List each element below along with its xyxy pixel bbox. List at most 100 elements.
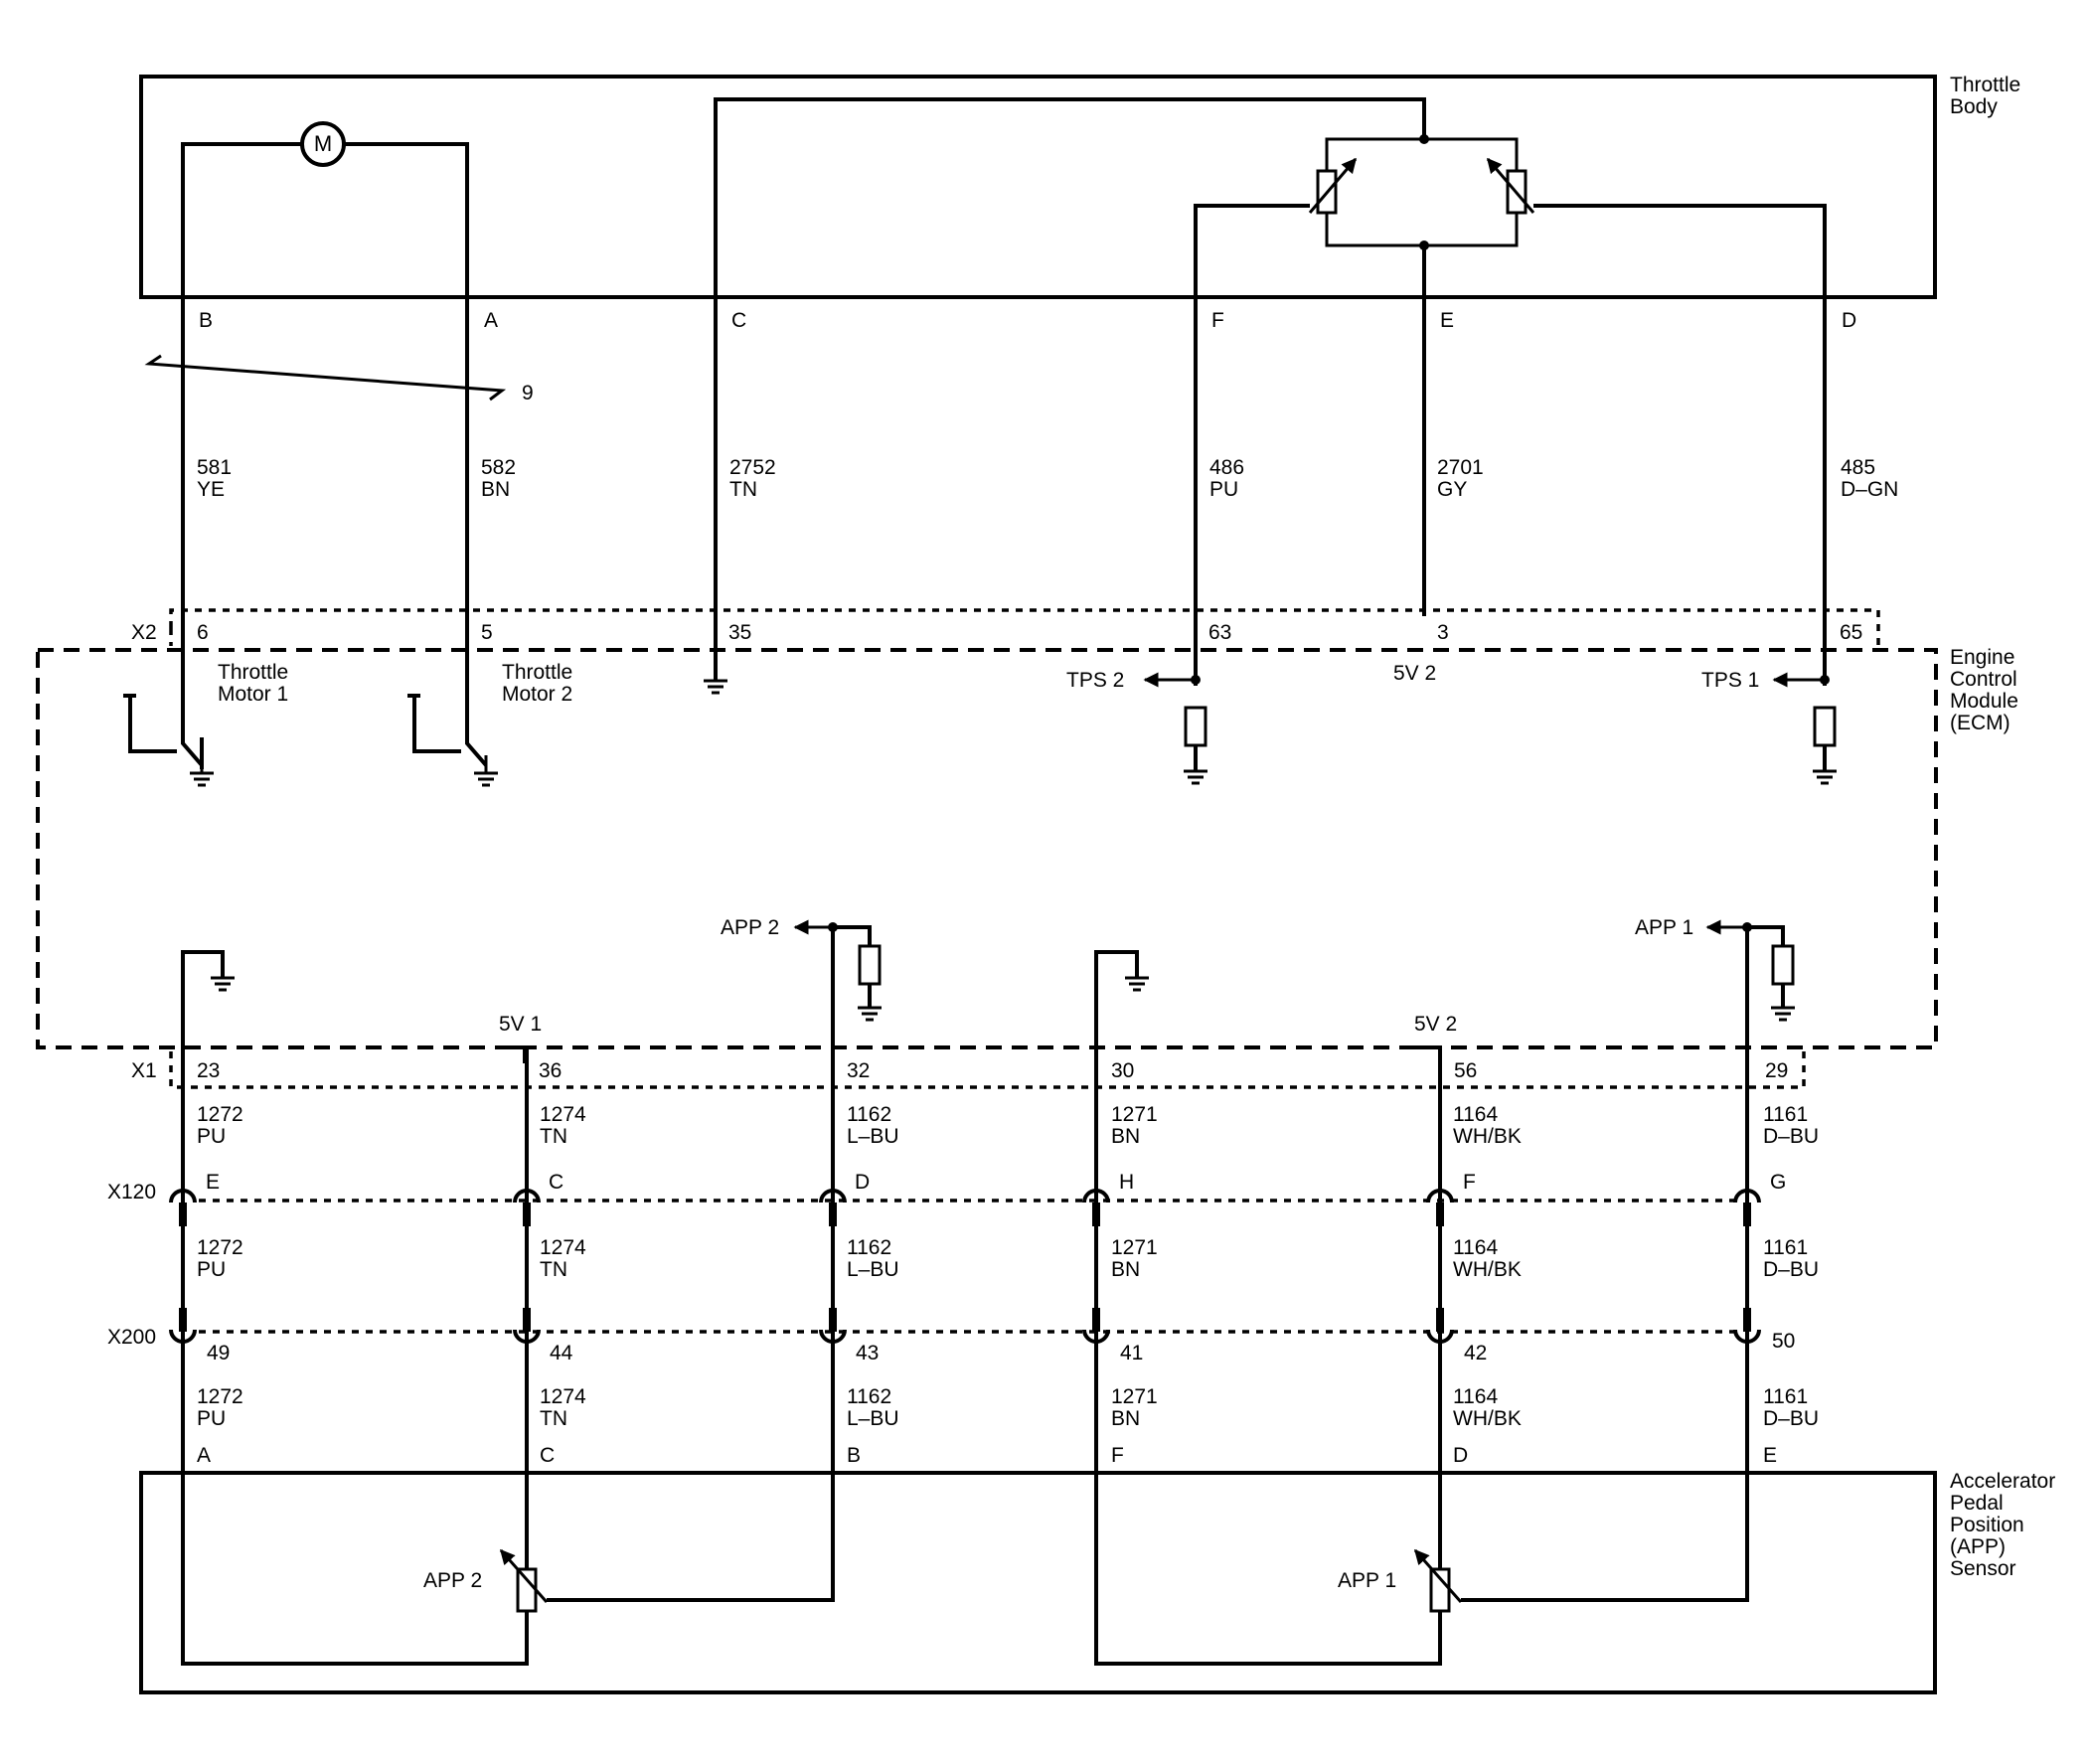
app-pin-e: E <box>1763 1444 1777 1467</box>
ground-icon <box>1184 769 1207 785</box>
terminal-female <box>513 1329 541 1344</box>
x200-terminals <box>169 1308 1761 1344</box>
app2-potentiometer <box>516 1567 538 1613</box>
motor2-driver-wire <box>465 596 488 767</box>
app2-sensor-label: APP 2 <box>423 1569 482 1592</box>
app1-signal-wire <box>1745 925 1785 1063</box>
app1-ecm-label: APP 1 <box>1635 916 1693 939</box>
x2-pin-3: 3 <box>1437 621 1449 644</box>
x120-pin-c: C <box>549 1171 563 1194</box>
ground-icon <box>1771 1006 1795 1022</box>
wire-485 <box>1533 204 1827 686</box>
ground-icon <box>1813 769 1837 785</box>
x120-terminals <box>169 1189 1761 1226</box>
wire-486 <box>1194 204 1310 686</box>
tps1-pulldown-resistor <box>1813 706 1837 747</box>
twisted-pair-ref: 9 <box>522 382 534 404</box>
throttle-body-label: Throttle Body <box>1950 74 2026 118</box>
x200-pin-41: 41 <box>1120 1342 1143 1364</box>
app-pin-c: C <box>540 1444 555 1467</box>
5v2-top-label: 5V 2 <box>1393 662 1436 685</box>
x2-label: X2 <box>131 621 157 644</box>
ground-icon <box>1125 976 1149 992</box>
pin-c: C <box>731 309 746 332</box>
terminal-female <box>1082 1329 1110 1344</box>
app1-sensor-label: APP 1 <box>1338 1569 1396 1592</box>
5v2-bottom-label: 5V 2 <box>1414 1013 1457 1036</box>
x2-pin-65: 65 <box>1840 621 1862 644</box>
app-pin-b: B <box>847 1444 861 1467</box>
x1-pin-36: 36 <box>539 1059 562 1082</box>
x2-pin-35: 35 <box>728 621 751 644</box>
terminal-female <box>169 1329 197 1344</box>
app-sensor-box <box>139 1471 1937 1694</box>
pin-e: E <box>1440 309 1454 332</box>
terminal-female <box>513 1189 541 1203</box>
app-sensor-label: Accelerator Pedal Position (APP) Sensor <box>1950 1470 2061 1580</box>
x1-label: X1 <box>131 1059 157 1082</box>
5v1-label: 5V 1 <box>499 1013 542 1036</box>
ground-icon <box>211 976 235 992</box>
x2-connector <box>169 608 1880 646</box>
wire-1271 <box>1094 1063 1442 1666</box>
pin-b: B <box>199 309 213 332</box>
terminal-female <box>1733 1189 1761 1203</box>
terminal-male <box>1436 1308 1444 1332</box>
terminal-female <box>1426 1329 1454 1344</box>
pin-d: D <box>1842 309 1856 332</box>
x120-pin-e: E <box>206 1171 220 1194</box>
tps-bridge <box>1325 137 1519 247</box>
terminal-male <box>523 1203 531 1226</box>
app2-pulldown-resistor <box>858 944 882 986</box>
wiper-arrow <box>499 1548 549 1603</box>
x2-pin-6: 6 <box>197 621 209 644</box>
tps2-label: TPS 2 <box>1066 669 1124 692</box>
x1-pin-23: 23 <box>197 1059 220 1082</box>
motor1-driver-wire <box>181 596 204 767</box>
wire-2752 <box>714 97 1426 661</box>
app2-ground-wire <box>181 950 225 1063</box>
app-pin-d: D <box>1453 1444 1468 1467</box>
terminal-female <box>819 1329 847 1344</box>
x120-pin-g: G <box>1770 1171 1786 1194</box>
wire-1161 <box>1461 1063 1749 1602</box>
terminal-male <box>829 1308 837 1332</box>
terminal-male <box>523 1308 531 1332</box>
terminal-female <box>1426 1189 1454 1203</box>
terminal-male <box>1743 1308 1751 1332</box>
terminal-female <box>169 1189 197 1203</box>
ground-icon <box>190 765 214 787</box>
x200-pin-44: 44 <box>550 1342 573 1364</box>
terminal-male <box>1436 1203 1444 1226</box>
motor2-driver-control <box>412 694 461 753</box>
tps2-pulldown-resistor <box>1184 706 1207 747</box>
terminal-female <box>1733 1329 1761 1344</box>
ecm-label: Engine Control Module (ECM) <box>1950 646 2024 734</box>
ecm-box <box>36 648 1938 1049</box>
x1-pin-32: 32 <box>847 1059 870 1082</box>
x120-pin-f: F <box>1463 1171 1476 1194</box>
splice-dot <box>1419 134 1429 144</box>
terminal-female <box>819 1189 847 1203</box>
